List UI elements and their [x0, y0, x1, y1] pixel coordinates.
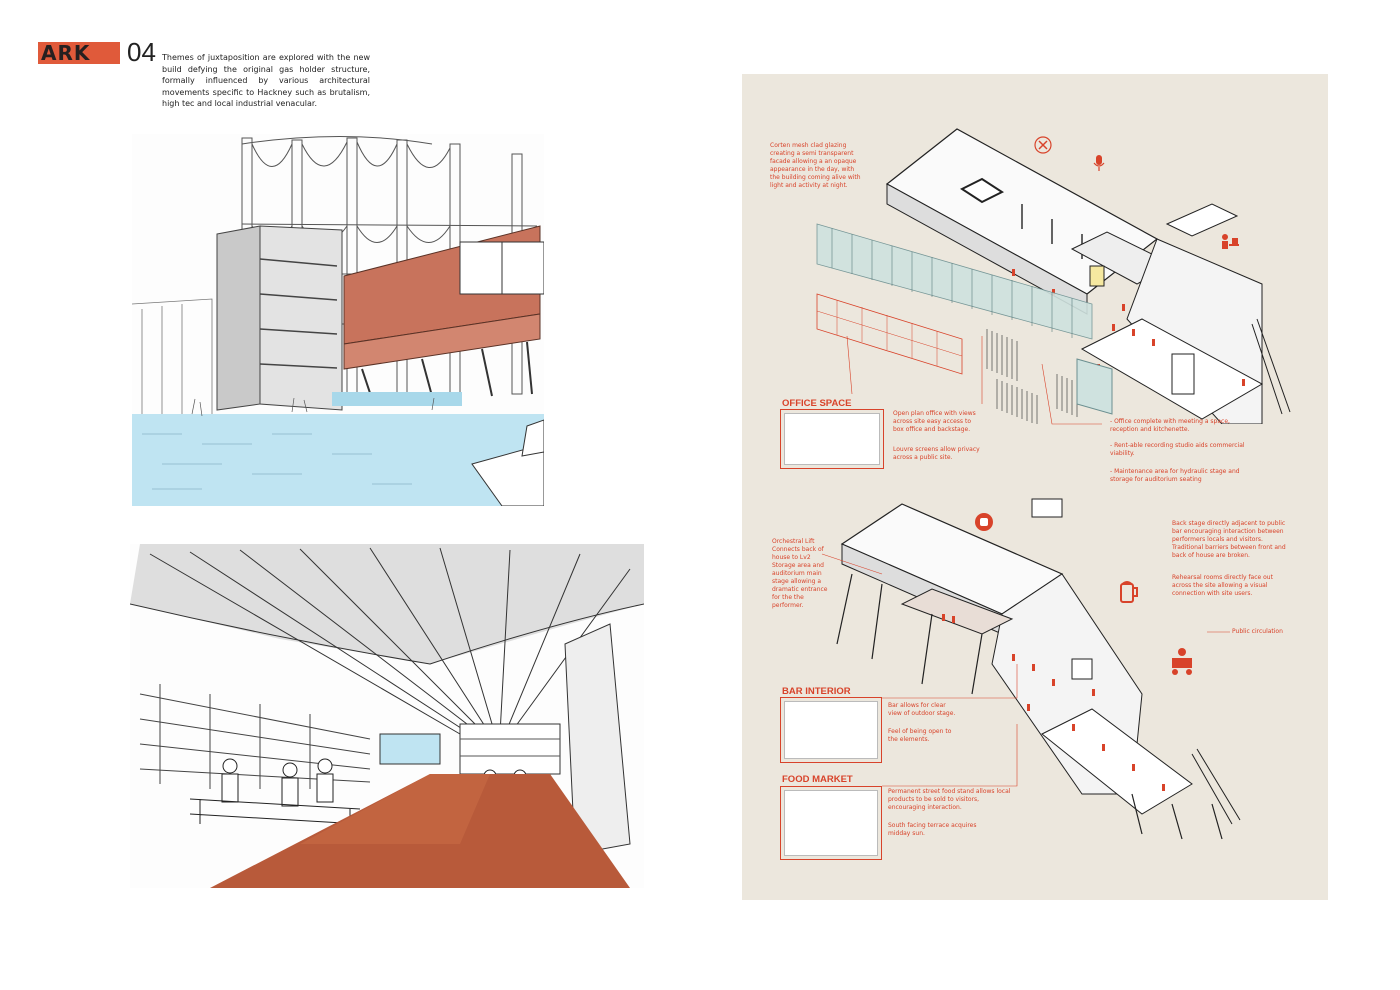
- leader-lines: [821, 335, 1230, 787]
- exterior-sketch: [132, 134, 544, 506]
- office-desc-2: Louvre screens allow privacy across a pu…: [893, 446, 980, 461]
- exploded-axonometric-poster: Corten mesh clad glazing creating a semi…: [742, 74, 1328, 900]
- ark-badge: ARK: [38, 42, 120, 64]
- microphone-icon: [1093, 155, 1105, 171]
- desk-worker-icon: [1222, 234, 1239, 249]
- office-point-2: - Rent-able recording studio aids commer…: [1110, 442, 1245, 457]
- office-space-title: OFFICE SPACE: [782, 398, 852, 409]
- tools-icon: [1034, 136, 1052, 154]
- rehearsal-note: Rehearsal rooms directly face out across…: [1172, 574, 1273, 597]
- page-number: 04: [127, 37, 156, 67]
- office-thumbnail-frame: [780, 409, 884, 469]
- lower-axonometric: [836, 498, 1241, 840]
- backstage-note: Back stage directly adjacent to public b…: [1172, 520, 1286, 559]
- bar-desc-2: Feel of being open to the elements.: [888, 728, 952, 743]
- bar-desc-1: Bar allows for clear view of outdoor sta…: [888, 702, 956, 717]
- food-stall-icon: [1172, 648, 1192, 675]
- public-circulation-label: Public circulation: [1232, 628, 1283, 635]
- office-point-3: - Maintenance area for hydraulic stage a…: [1110, 468, 1240, 483]
- badge-label: ARK: [41, 41, 91, 65]
- theatre-mask-icon: [975, 513, 993, 531]
- intro-text: Themes of juxtaposition are explored wit…: [162, 53, 370, 108]
- office-desc-1: Open plan office with views across site …: [893, 410, 976, 433]
- beer-mug-icon: [1120, 581, 1138, 603]
- bar-thumbnail: [784, 701, 878, 759]
- food-desc-2: South facing terrace acquires midday sun…: [888, 822, 977, 837]
- food-market-title: FOOD MARKET: [782, 774, 853, 785]
- office-point-1: - Office complete with meeting a space, …: [1110, 418, 1230, 433]
- bar-thumbnail-frame: [780, 697, 882, 763]
- upper-axonometric: [816, 128, 1291, 424]
- office-thumbnail: [784, 413, 880, 465]
- bar-interior-title: BAR INTERIOR: [782, 686, 851, 697]
- facade-note: Corten mesh clad glazing creating a semi…: [770, 142, 861, 189]
- food-thumbnail-frame: [780, 786, 882, 860]
- food-desc-1: Permanent street food stand allows local…: [888, 788, 1011, 811]
- interior-sketch: [130, 544, 644, 888]
- orchestral-lift-note: Orchestral Lift Connects back of house t…: [772, 538, 828, 609]
- food-thumbnail: [784, 790, 878, 856]
